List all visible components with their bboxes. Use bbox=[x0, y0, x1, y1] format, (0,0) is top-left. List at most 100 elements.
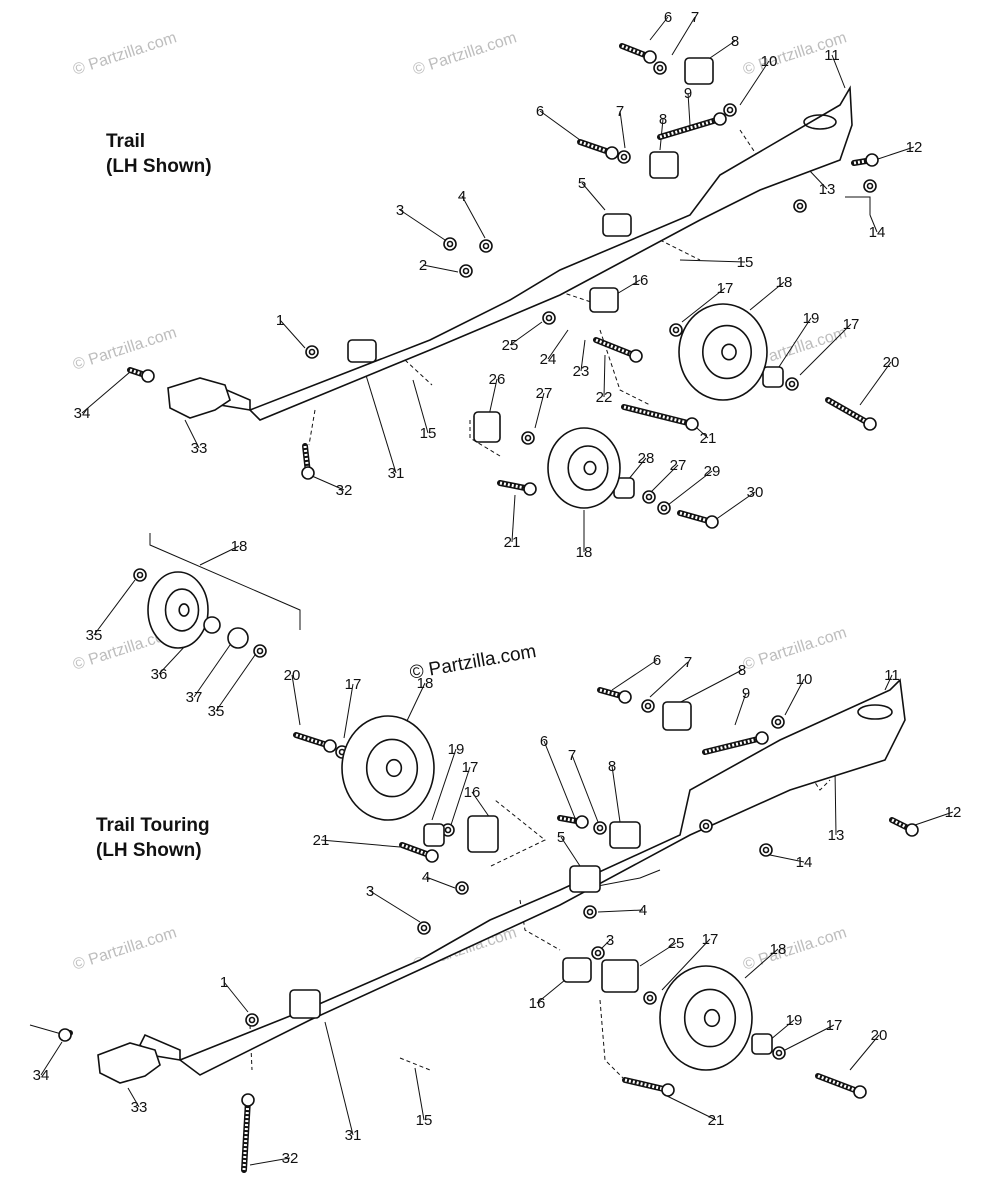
touring-nut-14a-hole bbox=[762, 846, 770, 854]
touring-washer-17d bbox=[772, 1046, 786, 1060]
touring-callout: 17 bbox=[462, 759, 479, 776]
touring-leader bbox=[324, 1021, 354, 1136]
touring-idler-wheel-18a-bore bbox=[385, 758, 403, 778]
touring-leader bbox=[611, 659, 658, 691]
watermark-text: © Partzilla.com bbox=[741, 624, 849, 673]
trail-leader bbox=[614, 279, 641, 296]
touring-callout: 13 bbox=[828, 827, 845, 844]
touring-bolt-20a-head bbox=[323, 739, 337, 753]
touring-guide-15 bbox=[399, 1057, 431, 1071]
trail-callout: 30 bbox=[747, 484, 764, 501]
touring-callout: 14 bbox=[796, 854, 813, 871]
trail-leader bbox=[649, 464, 679, 494]
trail-leader bbox=[399, 209, 446, 241]
trail-callout: 17 bbox=[843, 316, 860, 333]
touring-washer-17b-hole bbox=[444, 826, 452, 834]
trail-idler-wheel-18b-bore bbox=[583, 460, 597, 476]
trail-callout: 25 bbox=[502, 337, 519, 354]
trail-bolt-21a bbox=[621, 404, 695, 427]
part-shapes bbox=[58, 43, 919, 1173]
touring-guide-13 bbox=[799, 759, 831, 791]
touring-leader bbox=[661, 938, 711, 991]
touring-hub-35b-hole bbox=[256, 647, 264, 655]
touring-hub-35b bbox=[253, 644, 267, 658]
touring-callout: 17 bbox=[702, 931, 719, 948]
touring-leader bbox=[784, 1024, 835, 1051]
touring-nut-14b bbox=[699, 819, 713, 833]
trail-bolt-32-thread bbox=[303, 445, 310, 474]
trail-leader bbox=[749, 281, 785, 311]
trail-leader bbox=[774, 317, 812, 374]
touring-bolt-20b-head bbox=[853, 1085, 867, 1099]
trail-bracket-16 bbox=[589, 287, 619, 313]
trail-bolt-30-thread bbox=[679, 511, 713, 524]
touring-leader bbox=[834, 769, 837, 836]
touring-callout: 3 bbox=[366, 883, 374, 900]
trail-leader bbox=[667, 470, 713, 506]
trail-leader bbox=[461, 195, 486, 239]
touring-bolt-32 bbox=[241, 1097, 251, 1173]
touring-leader bbox=[734, 692, 747, 726]
touring-nut-3b bbox=[591, 946, 605, 960]
touring-idler-wheel-18b-bore bbox=[703, 1008, 721, 1028]
trail-callout: 22 bbox=[596, 389, 613, 406]
trail-spacer-19 bbox=[762, 366, 784, 388]
trail-washer-2-hole bbox=[462, 267, 470, 275]
touring-callout: 10 bbox=[796, 671, 813, 688]
trail-leader bbox=[709, 40, 736, 59]
trail-bolt-6b-head bbox=[605, 146, 619, 160]
trail-callout: 32 bbox=[336, 482, 353, 499]
trail-leader bbox=[739, 60, 770, 106]
touring-callout: 20 bbox=[871, 1027, 888, 1044]
trail-leader bbox=[799, 323, 852, 376]
trail-nut-14b bbox=[793, 199, 807, 213]
touring-bolt-12-head bbox=[905, 823, 919, 837]
touring-spacer-7b bbox=[593, 821, 607, 835]
touring-leader bbox=[249, 1157, 291, 1166]
touring-callout: 21 bbox=[708, 1112, 725, 1129]
trail-leader bbox=[869, 214, 878, 233]
trail-washer-2 bbox=[459, 264, 473, 278]
touring-bracket-18 bbox=[149, 533, 301, 630]
trail-idler-wheel-18a-hub-ring bbox=[701, 324, 752, 380]
trail-washer-17b-hole bbox=[788, 380, 796, 388]
touring-callout: 11 bbox=[884, 667, 900, 684]
trail-leader bbox=[619, 110, 626, 149]
touring-nut-4a bbox=[455, 881, 469, 895]
touring-bolt-32-head bbox=[241, 1093, 255, 1107]
trail-leader bbox=[539, 110, 581, 141]
touring-leader bbox=[914, 811, 954, 826]
touring-spacer-7b-hole bbox=[596, 824, 604, 832]
trail-callout: 13 bbox=[819, 181, 836, 198]
trail-callout: 10 bbox=[761, 53, 778, 70]
trail-leader bbox=[671, 16, 696, 56]
trail-leader bbox=[874, 146, 915, 161]
trail-callout: 33 bbox=[191, 440, 208, 457]
trail-leader bbox=[509, 321, 543, 346]
touring-leader bbox=[639, 942, 677, 967]
touring-callout: 35 bbox=[208, 703, 225, 720]
touring-bolt-9-thread bbox=[704, 736, 763, 754]
touring-leader bbox=[414, 1067, 425, 1121]
touring-callout: 32 bbox=[282, 1150, 299, 1167]
trail-washer-17b bbox=[785, 377, 799, 391]
trail-washer-27b bbox=[642, 490, 656, 504]
trail-bolt-9-head bbox=[713, 112, 727, 126]
trail-nut-10 bbox=[723, 103, 737, 117]
watermark-text: © Partzilla.com bbox=[741, 924, 849, 973]
touring-wear-block-31 bbox=[289, 989, 321, 1019]
trail-callout: 11 bbox=[824, 47, 840, 64]
trail-bolt-20-head bbox=[863, 417, 877, 431]
touring-leader bbox=[849, 1034, 880, 1071]
touring-leader bbox=[649, 661, 689, 698]
touring-nut-14a bbox=[759, 843, 773, 857]
trail-bolt-34-thread bbox=[129, 368, 149, 378]
touring-callout: 16 bbox=[464, 784, 481, 801]
touring-washer-17d-hole bbox=[775, 1049, 783, 1057]
touring-snap-ring-37 bbox=[227, 627, 249, 649]
trail-guide-21 bbox=[599, 329, 651, 406]
touring-wheel-assembly-18 bbox=[147, 571, 209, 649]
touring-leader bbox=[215, 654, 256, 712]
touring-leader bbox=[769, 854, 805, 863]
touring-callout: 33 bbox=[131, 1099, 148, 1116]
